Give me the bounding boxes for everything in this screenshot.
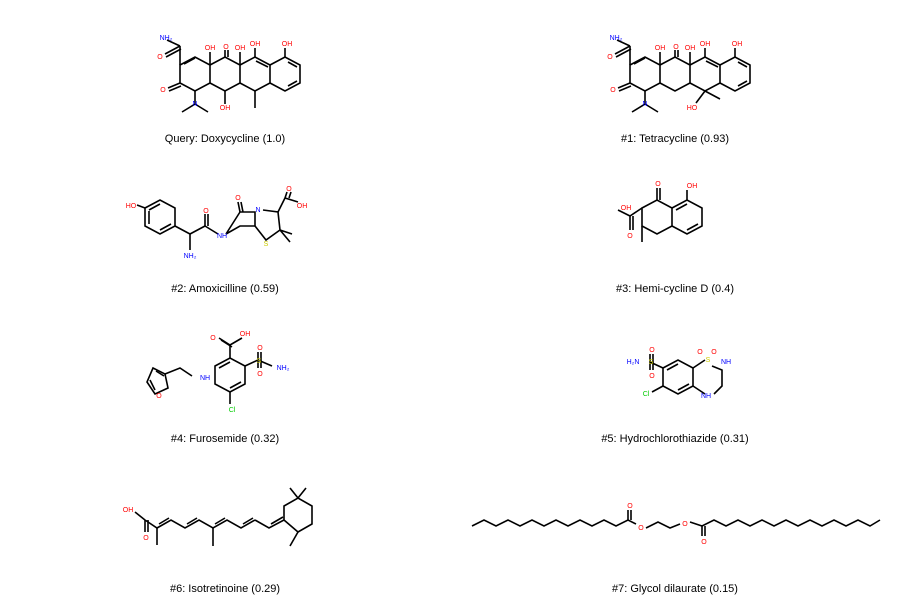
molecule-caption: #7: Glycol dilaurate (0.15) [612, 583, 738, 595]
label-s: S [257, 358, 262, 365]
molecule-cell-doxycycline: NH₂ O O OH OH OH OH OH O N Query: Doxycy… [0, 0, 450, 150]
label-o: O [701, 539, 707, 546]
label-oh: OH [621, 205, 632, 212]
label-cl: Cl [229, 407, 236, 414]
label-o: O [638, 525, 644, 532]
molecule-caption: Query: Doxycycline (1.0) [164, 133, 286, 145]
label-n: N [192, 101, 197, 108]
label-o: O [649, 347, 655, 354]
label-oh: OH [250, 41, 261, 48]
molecule-caption: #3: Hemi-cycline D (0.4) [616, 283, 734, 295]
molecule-cell-glycol-dilaurate: O O O O #7: Glycol dilaurate (0.15) [450, 450, 900, 600]
molecule-cell-furosemide: O NH OH O S O O NH₂ Cl #4: Furosemide (0… [0, 300, 450, 450]
label-cl: Cl [643, 391, 650, 398]
label-oh: OH [235, 45, 246, 52]
molecule-cell-tetracycline: NH₂ O O OH OH OH OH O N HO #1: Tetracycl… [450, 0, 900, 150]
label-oh: OH [732, 41, 743, 48]
molecule-cell-hydrochlorothiazide: H₂N S O O S O O NH NH Cl #5: Hydrochloro… [450, 300, 900, 450]
structure-isotretinoine: OH O [123, 487, 313, 547]
label-oh: OH [655, 45, 666, 52]
label-o: O [655, 181, 661, 188]
label-amide: NH₂ [610, 35, 623, 42]
structure-hydrochlorothiazide: H₂N S O O S O O NH NH Cl [627, 347, 731, 400]
label-o: O [649, 373, 655, 380]
label-o: O [160, 87, 166, 94]
label-oh: OH [685, 45, 696, 52]
label-oh: OH [700, 41, 711, 48]
label-o: O [210, 335, 216, 342]
label-o: O [235, 195, 241, 202]
label-oh: OH [282, 41, 293, 48]
label-nh: NH [217, 233, 227, 240]
label-o: O [627, 233, 633, 240]
label-o: O [682, 521, 688, 528]
label-nh: NH [200, 375, 210, 382]
molecule-caption: #4: Furosemide (0.32) [170, 433, 280, 445]
molecule-cell-isotretinoine: OH O #6: Isotretinoine (0.29) [0, 450, 450, 600]
label-oh: OH [205, 45, 216, 52]
label-o: O [157, 54, 163, 61]
molecule-caption: #5: Hydrochlorothiazide (0.31) [601, 433, 749, 445]
structure-hemicycline-d: OH O O OH [617, 181, 703, 242]
label-amide: NH₂ [160, 35, 173, 42]
label-o: O [673, 44, 679, 51]
label-ho: HO [126, 203, 137, 210]
label-o: O [627, 503, 633, 510]
label-o: O [286, 186, 292, 193]
label-o: O [203, 208, 209, 215]
molecule-caption: #1: Tetracycline (0.93) [620, 133, 730, 145]
label-s: S [706, 357, 711, 364]
label-o: O [697, 349, 703, 356]
label-oh: OH [220, 105, 231, 112]
label-o: O [607, 54, 613, 61]
structure-doxycycline: NH₂ O O OH OH OH OH OH O N [157, 35, 301, 113]
label-ho: HO [687, 105, 698, 112]
molecule-cell-amoxicilline: HO O NH NH₂ O N S OH O #2: Amoxicilline … [0, 150, 450, 300]
label-n: N [255, 207, 260, 214]
label-oh: OH [123, 507, 134, 514]
label-o: O [257, 371, 263, 378]
label-o: O [711, 349, 717, 356]
label-nh2: NH₂ [184, 253, 197, 260]
molecule-caption: #6: Isotretinoine (0.29) [169, 583, 281, 595]
structure-tetracycline: NH₂ O O OH OH OH OH O N HO [607, 35, 751, 113]
structure-furosemide: O NH OH O S O O NH₂ Cl [146, 331, 290, 414]
label-oh: OH [687, 183, 698, 190]
label-nh: NH [721, 359, 731, 366]
label-oh: OH [240, 331, 251, 338]
structure-glycol-dilaurate: O O O O [471, 503, 881, 546]
label-h2n: H₂N [627, 359, 640, 366]
label-o: O [223, 44, 229, 51]
molecule-caption: #2: Amoxicilline (0.59) [171, 283, 279, 295]
label-nh: NH [701, 393, 711, 400]
label-oh: OH [297, 203, 308, 210]
label-s: S [649, 359, 654, 366]
label-o: O [610, 87, 616, 94]
label-s: S [264, 241, 269, 248]
label-nh2: NH₂ [277, 365, 290, 372]
label-o: O [156, 393, 162, 400]
label-o: O [143, 535, 149, 542]
structure-amoxicilline: HO O NH NH₂ O N S OH O [126, 186, 308, 260]
molecule-cell-hemicycline-d: OH O O OH #3: Hemi-cycline D (0.4) [450, 150, 900, 300]
label-o: O [257, 345, 263, 352]
label-n: N [642, 101, 647, 108]
